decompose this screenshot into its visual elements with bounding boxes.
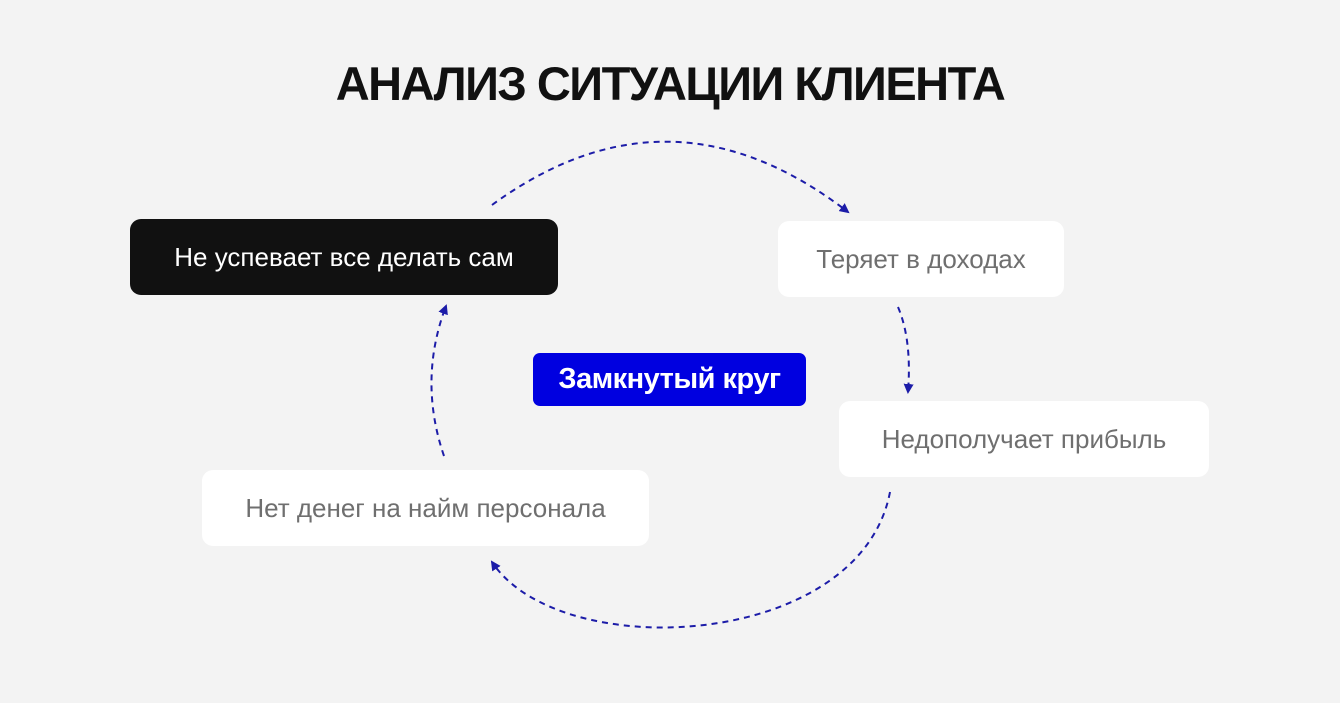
arrow-step3-to-step4	[490, 491, 891, 629]
step-underearns-profit: Недополучает прибыль	[839, 401, 1209, 477]
center-label: Замкнутый круг	[558, 363, 781, 395]
step-no-money-for-staff: Нет денег на найм персонала	[202, 470, 649, 546]
arrow-step2-to-step3	[897, 306, 914, 394]
step-doesnt-manage-alone: Не успевает все делать сам	[130, 219, 558, 295]
step-label: Недополучает прибыль	[881, 423, 1167, 454]
step-label: Нет денег на найм персонала	[245, 492, 606, 523]
step-label: Теряет в доходах	[816, 243, 1026, 274]
page-title: АНАЛИЗ СИТУАЦИИ КЛИЕНТА	[335, 57, 1006, 110]
center-label-vicious-circle: Замкнутый круг	[533, 353, 806, 406]
step-loses-income: Теряет в доходах	[778, 221, 1064, 297]
arrow-step1-to-step2	[491, 140, 850, 214]
arrow-step4-to-step1	[430, 304, 448, 457]
step-label: Не успевает все делать сам	[174, 241, 514, 272]
